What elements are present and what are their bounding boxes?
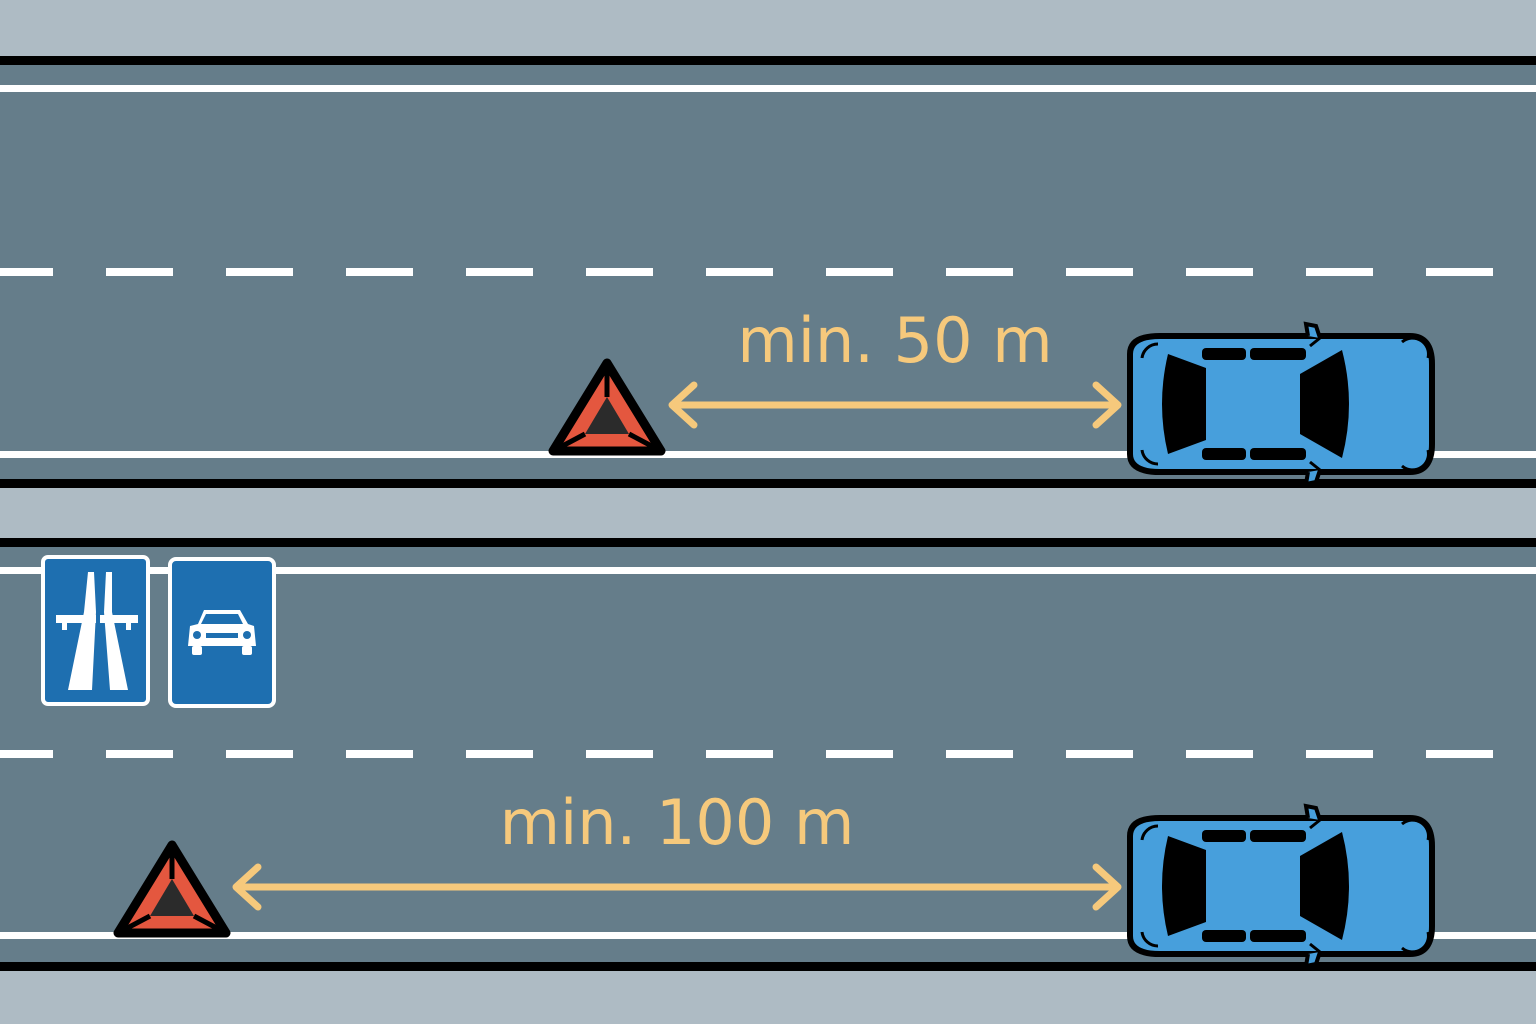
broken-down-car-icon [1130, 324, 1432, 484]
distance-arrow [236, 867, 1118, 907]
edge-line-bottom [0, 451, 1536, 458]
road-edge-bottom [0, 479, 1536, 488]
edge-line-top [0, 85, 1536, 92]
motorway-sign-icon [41, 555, 150, 706]
edge-line-bottom [0, 932, 1536, 939]
edge-line-top [0, 567, 1536, 574]
distance-label: min. 50 m [737, 304, 1052, 377]
distance-label: min. 100 m [500, 786, 855, 859]
road-edge-bottom [0, 962, 1536, 971]
broken-down-car-icon [1130, 806, 1432, 966]
road-edge-top [0, 538, 1536, 547]
road-edge-top [0, 56, 1536, 65]
road-top: min. 50 m [0, 56, 1536, 488]
road-bottom: min. 100 m [0, 538, 1536, 971]
motor-vehicles-road-sign-icon [168, 557, 276, 708]
distance-arrow [672, 385, 1118, 425]
